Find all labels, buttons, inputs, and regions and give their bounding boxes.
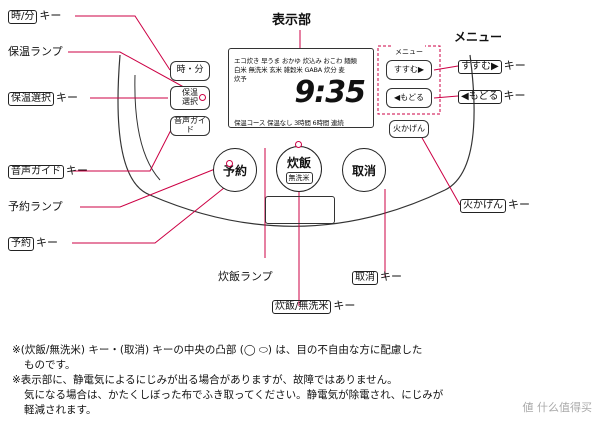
- lcd-display: エコ炊き 早うま おかゆ 炊込み おこわ 麺類 白米 無洗米 玄米 雑穀米 GA…: [228, 48, 374, 128]
- note-line1: ※(炊飯/無洗米) キー・(取消) キーの中央の凸部 (◯ ⬭) は、目の不自由…: [12, 344, 423, 356]
- timer-lamp-label: 予約ランプ: [8, 200, 63, 213]
- timer-button[interactable]: 予約: [213, 148, 257, 192]
- heat-button[interactable]: 火かげん: [389, 120, 429, 138]
- back-button[interactable]: ◀もどる: [386, 88, 432, 108]
- cancel-button[interactable]: 取消: [342, 148, 386, 192]
- voice-guide-key-label: 音声ガイドキー: [8, 164, 88, 179]
- cancel-key-label: 取消キー: [352, 270, 402, 285]
- display-row2: 白米 無洗米 玄米 雑穀米 GABA 炊分 麦: [234, 66, 345, 74]
- watermark: 値 什么值得买: [522, 401, 593, 414]
- keep-warm-select-button[interactable]: 保温 選択: [170, 86, 210, 110]
- cook-lamp-label: 炊飯ランプ: [218, 270, 273, 283]
- keep-warm-lamp-label: 保温ランプ: [8, 45, 63, 58]
- back-key-label: ◀もどるキー: [458, 89, 526, 104]
- time-button[interactable]: 時・分: [170, 61, 210, 81]
- menu-label: メニュー: [454, 30, 503, 44]
- note-line5: 軽減されます。: [24, 404, 97, 416]
- forward-key-label: すすむ▶キー: [458, 59, 526, 74]
- display-clock: 9:35: [294, 75, 366, 110]
- voice-guide-button[interactable]: 音声ガイド: [170, 116, 210, 136]
- keep-warm-select-key-label: 保温選択キー: [8, 91, 78, 106]
- note-line3: ※表示部に、静電気によるにじみが出る場合がありますが、故障ではありません。: [12, 374, 398, 386]
- timer-key-label: 予約キー: [8, 236, 58, 251]
- cook-key-label: 炊飯/無洗米キー: [272, 299, 355, 314]
- cook-button[interactable]: 炊飯 無洗米: [276, 146, 322, 192]
- menu-box-title: メニュー: [393, 45, 425, 59]
- time-key-label: 時/分キー: [8, 9, 61, 24]
- note-line4: 気になる場合は、かたくしぼった布でふき取ってください。静電気が除電され、にじみが: [24, 389, 444, 401]
- forward-button[interactable]: すすむ▶: [386, 60, 432, 80]
- display-row3: 炊予: [234, 75, 247, 83]
- timer-lamp: [226, 160, 233, 167]
- display-label: 表示部: [272, 13, 312, 28]
- panel-window: [265, 196, 335, 224]
- note-line2: ものです。: [24, 359, 76, 371]
- display-row1: エコ炊き 早うま おかゆ 炊込み おこわ 麺類: [234, 57, 357, 65]
- heat-key-label: 火かげんキー: [460, 198, 530, 213]
- display-bottom-row: 保温コース 保温なし 3時間 6時間 連続: [234, 119, 344, 127]
- keep-warm-lamp: [199, 94, 206, 101]
- cook-lamp: [295, 141, 302, 148]
